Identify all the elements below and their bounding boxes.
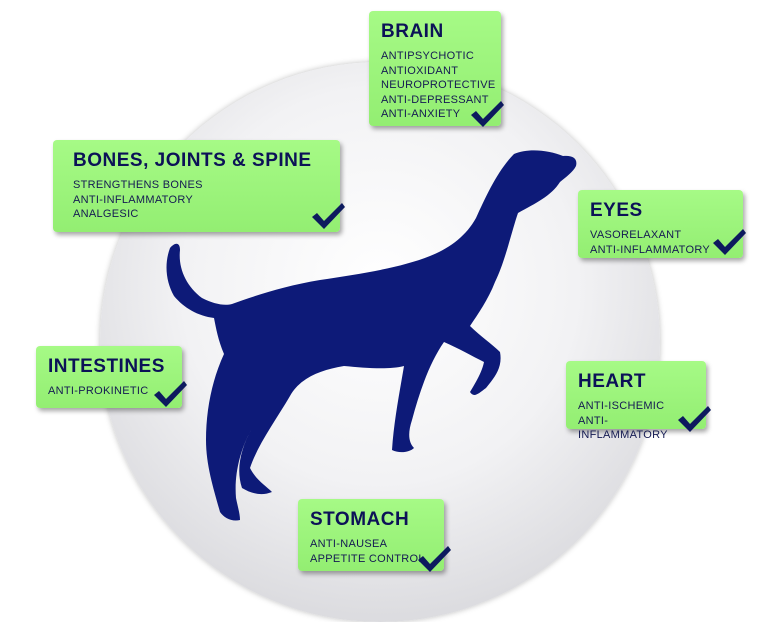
list-item: ANTI-ISCHEMIC	[578, 400, 665, 412]
list-item: ANTI-ANXIETY	[381, 108, 461, 120]
checkmark-icon	[678, 406, 711, 432]
stomach-title: STOMACH	[310, 509, 410, 530]
checkmark-icon	[418, 546, 451, 572]
checkmark-icon	[713, 229, 746, 255]
checkmark-icon	[471, 101, 504, 127]
bones-list: STRENGTHENS BONES ANTI-INFLAMMATORY ANAL…	[73, 178, 328, 222]
list-item: STRENGTHENS BONES	[73, 179, 203, 191]
list-item: ANTI-NAUSEA	[310, 538, 388, 550]
intestines-title: INTESTINES	[48, 356, 165, 377]
list-item: ANTIOXIDANT	[381, 64, 459, 77]
intestines-box: INTESTINES ANTI-PROKINETIC	[36, 346, 187, 408]
bones-joints-spine-box: BONES, JOINTS & SPINE STRENGTHENS BONES …	[53, 140, 345, 232]
list-item: ANTI-PROKINETIC	[48, 385, 149, 397]
list-item: APPETITE CONTROL	[310, 552, 425, 565]
stomach-list: ANTI-NAUSEA APPETITE CONTROL	[310, 537, 432, 566]
list-item: ANTI-INFLAMMATORY	[590, 243, 710, 256]
dog-silhouette-icon	[166, 150, 577, 521]
list-item: ANTI-DEPRESSANT	[381, 93, 489, 106]
checkmark-icon	[312, 203, 345, 229]
list-item: ANTIPSYCHOTIC	[381, 50, 475, 62]
heart-list: ANTI-ISCHEMIC ANTI-INFLAMMATORY	[578, 399, 694, 443]
intestines-list: ANTI-PROKINETIC	[48, 384, 170, 399]
bones-title: BONES, JOINTS & SPINE	[73, 150, 312, 171]
brain-list: ANTIPSYCHOTIC ANTIOXIDANT NEUROPROTECTIV…	[381, 49, 496, 122]
stomach-box: STOMACH ANTI-NAUSEA APPETITE CONTROL	[298, 499, 451, 572]
heart-title: HEART	[578, 371, 646, 392]
eyes-list: VASORELAXANT ANTI-INFLAMMATORY	[590, 228, 731, 257]
list-item: VASORELAXANT	[590, 229, 682, 241]
eyes-box: EYES VASORELAXANT ANTI-INFLAMMATORY	[578, 190, 746, 258]
brain-box: BRAIN ANTIPSYCHOTIC ANTIOXIDANT NEUROPRO…	[369, 11, 504, 127]
list-item: ANALGESIC	[73, 208, 139, 220]
list-item: NEUROPROTECTIVE	[381, 79, 496, 91]
list-item: ANTI-INFLAMMATORY	[578, 414, 668, 442]
heart-box: HEART ANTI-ISCHEMIC ANTI-INFLAMMATORY	[566, 361, 711, 441]
checkmark-icon	[154, 381, 187, 407]
list-item: ANTI-INFLAMMATORY	[73, 193, 193, 206]
eyes-title: EYES	[590, 200, 643, 221]
brain-title: BRAIN	[381, 21, 444, 42]
